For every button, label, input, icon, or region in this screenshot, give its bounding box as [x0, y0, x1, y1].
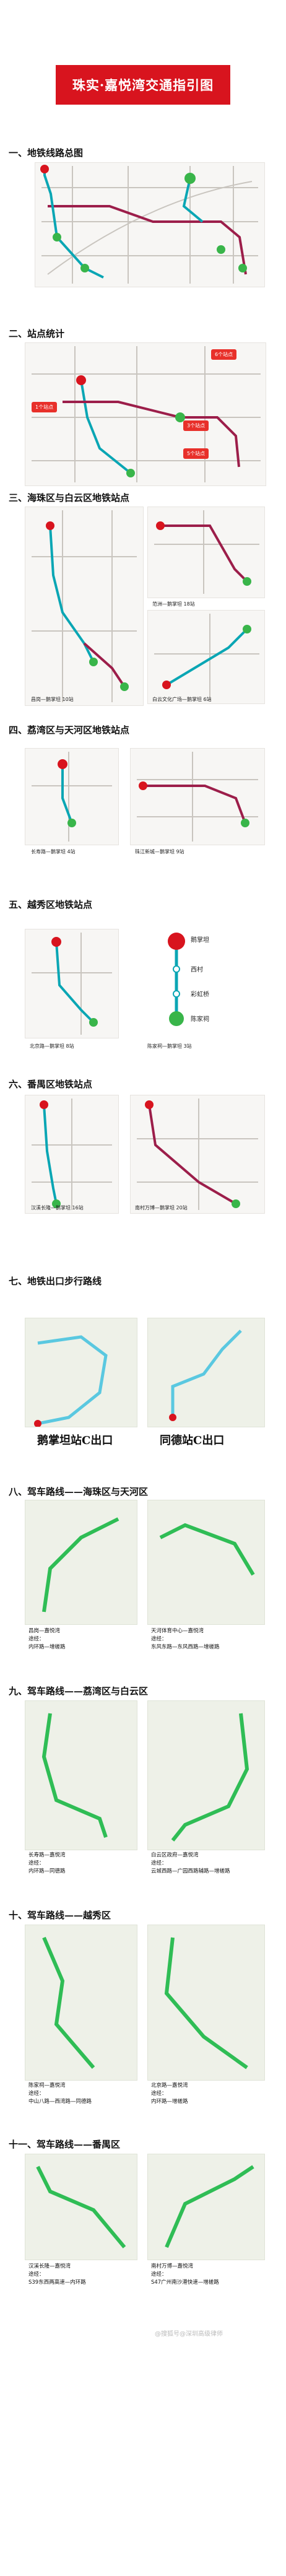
- stats-tag-3: 3个站点: [183, 420, 209, 431]
- drive-map-nancun: [147, 2154, 265, 2260]
- stats-tag-4: 5个站点: [183, 448, 209, 459]
- yuexiu-map: [25, 929, 119, 1038]
- section-heading-1: 一、地铁线路总图: [9, 147, 84, 159]
- caption-ezhangtan-exit: 鹅掌坦站C出口: [37, 1434, 113, 1447]
- drive-info-baiyun: 白云区政府—嘉悦湾途经：云城西路—广园西路辅路—增槎路: [151, 1852, 230, 1874]
- section-heading-7: 七、地铁出口步行路线: [9, 1276, 102, 1287]
- chenjiaci-line-diagram: 鹅掌坦 西村 彩虹桥 陈家祠: [142, 926, 260, 1040]
- caption-nancun: 南村万博—鹅掌坦 20站: [135, 1205, 188, 1211]
- page-title: 珠实·嘉悦湾交通指引图: [56, 65, 230, 105]
- watermark: @搜狐号@深圳高级律师: [155, 2331, 223, 2338]
- caption-zhujiang: 珠江新城—鹅掌坦 9站: [135, 849, 184, 855]
- station-chenjiaci: 陈家祠: [191, 1016, 209, 1023]
- drive-map-tianhe: [147, 1500, 265, 1625]
- caption-tongde-exit: 同德站C出口: [160, 1434, 225, 1447]
- baiyun-map-2: [147, 610, 265, 704]
- walk-route-tongde: [147, 1318, 265, 1427]
- drive-map-changgang: [25, 1500, 137, 1625]
- section-heading-3: 三、海珠区与白云区地铁站点: [9, 492, 130, 503]
- panyu-map-2: [130, 1095, 265, 1214]
- caption-baiyun-culture: 白云文化广场—鹅掌坦 6站: [152, 697, 212, 702]
- stats-tag-2: 6个站点: [211, 349, 237, 360]
- caption-chenjiaci: 陈家祠—鹅掌坦 3站: [147, 1043, 192, 1049]
- drive-info-tianhe: 天河体育中心—嘉悦湾途经：东风东路—东风西路—增槎路: [151, 1628, 220, 1650]
- caption-changshou: 长寿路—鹅掌坦 4站: [31, 849, 76, 855]
- drive-info-nancun: 南村万博—嘉悦湾途经：S47广州南沙港快速—增槎路: [151, 2263, 219, 2286]
- haizhu-map: [25, 507, 144, 706]
- drive-info-hanxi: 汉溪长隆—嘉悦湾途经：S39东西两高速—内环路: [28, 2263, 86, 2286]
- drive-info-chenjiaci: 陈家祠—嘉悦湾途经：中山八路—西湾路—同德路: [28, 2082, 92, 2105]
- caption-beijinglu: 北京路—鹅掌坦 8站: [30, 1043, 74, 1049]
- section-heading-9: 九、驾车路线——荔湾区与白云区: [9, 1686, 149, 1697]
- section-heading-5: 五、越秀区地铁站点: [9, 899, 93, 910]
- drive-info-changgang: 昌岗—嘉悦湾途经：内环路—增槎路: [28, 1628, 66, 1650]
- panyu-map-1: [25, 1095, 119, 1214]
- section-heading-8: 八、驾车路线——海珠区与天河区: [9, 1486, 149, 1497]
- station-caihongqiao: 彩虹桥: [191, 991, 209, 998]
- drive-map-hanxi: [25, 2154, 137, 2260]
- caption-changgang: 昌岗—鹅掌坦 10站: [31, 697, 74, 702]
- walk-route-ezhangtan: [25, 1318, 137, 1427]
- stats-tag-1: 1个站点: [32, 402, 58, 412]
- section-heading-10: 十、驾车路线——越秀区: [9, 1910, 111, 1921]
- liwan-map: [25, 748, 119, 845]
- section-heading-11: 十一、驾车路线——番禺区: [9, 2139, 121, 2150]
- metro-overview-map: [35, 162, 265, 287]
- baiyun-map-1: [147, 507, 265, 598]
- station-xicun: 西村: [191, 967, 203, 973]
- caption-hanxi: 汉溪长隆—鹅掌坦 16站: [31, 1205, 84, 1211]
- section-heading-4: 四、荔湾区与天河区地铁站点: [9, 724, 130, 736]
- caption-fanzhou: 范洲—鹅掌坦 18站: [152, 601, 195, 607]
- station-ezhangtan: 鹅掌坦: [191, 937, 209, 944]
- section-heading-2: 二、站点统计: [9, 328, 65, 339]
- drive-map-changshou: [25, 1700, 137, 1850]
- drive-info-beijinglu: 北京路—嘉悦湾途经：内环路—增槎路: [151, 2082, 188, 2105]
- metro-lines-svg: [40, 165, 258, 284]
- tianhe-map: [130, 748, 265, 845]
- drive-map-beijinglu: [147, 1925, 265, 2081]
- drive-map-chenjiaci: [25, 1925, 137, 2081]
- section-heading-6: 六、番禺区地铁站点: [9, 1079, 93, 1090]
- station-stats-map: 1个站点 6个站点 3个站点 5个站点: [25, 342, 266, 486]
- drive-info-changshou: 长寿路—嘉悦湾途经：内环路—同德路: [28, 1852, 66, 1874]
- drive-map-baiyun: [147, 1700, 265, 1850]
- stats-lines-svg: [32, 346, 261, 482]
